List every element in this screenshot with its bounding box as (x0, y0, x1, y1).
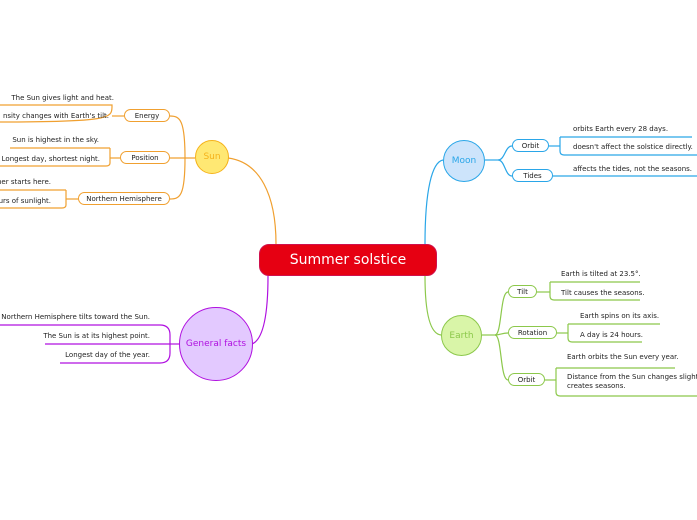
earth-subtopic-tilt-label: Tilt (517, 288, 528, 296)
sun-detail[interactable]: Longest day, shortest night. (1, 155, 100, 163)
sun-detail[interactable]: ours of sunlight. (0, 197, 51, 205)
root-topic-label: Summer solstice (289, 252, 407, 268)
earth-topic[interactable]: Earth (441, 315, 482, 356)
general-detail[interactable]: Northern Hemisphere tilts toward the Sun… (1, 313, 150, 321)
sun-topic-label: Sun (203, 152, 221, 162)
moon-detail[interactable]: orbits Earth every 28 days. (573, 125, 669, 133)
general-detail[interactable]: The Sun is at its highest point. (43, 332, 150, 340)
sun-subtopic-energy-label: Energy (134, 112, 160, 120)
moon-subtopic-orbit[interactable]: Orbit (512, 139, 549, 152)
earth-detail[interactable]: Earth orbits the Sun every year. (567, 353, 679, 361)
sun-subtopic-northern-hemisphere-label: Northern Hemisphere (86, 195, 162, 203)
earth-detail[interactable]: Distance from the Sun changes slightly (567, 373, 697, 381)
earth-subtopic-orbit-label: Orbit (517, 376, 536, 384)
sun-detail[interactable]: Sun is highest in the sky. (12, 136, 99, 144)
root-topic[interactable]: Summer solstice (259, 244, 437, 276)
moon-detail[interactable]: doesn't affect the solstice directly. (573, 143, 693, 151)
earth-subtopic-rotation[interactable]: Rotation (508, 326, 557, 339)
sun-detail[interactable]: nsity changes with Earth's tilt. (2, 112, 109, 120)
sun-detail[interactable]: mer starts here. (0, 178, 51, 186)
earth-subtopic-orbit[interactable]: Orbit (508, 373, 545, 386)
earth-detail[interactable]: Earth spins on its axis. (580, 312, 660, 320)
earth-subtopic-rotation-label: Rotation (517, 329, 548, 337)
earth-detail[interactable]: Tilt causes the seasons. (561, 289, 645, 297)
general-facts-topic-label: General facts (185, 339, 247, 349)
moon-detail[interactable]: affects the tides, not the seasons. (573, 165, 693, 173)
sun-subtopic-energy[interactable]: Energy (124, 109, 170, 122)
moon-topic[interactable]: Moon (443, 140, 485, 182)
moon-subtopic-orbit-label: Orbit (521, 142, 540, 150)
earth-topic-label: Earth (449, 330, 474, 341)
moon-topic-label: Moon (451, 156, 477, 166)
sun-subtopic-northern-hemisphere[interactable]: Northern Hemisphere (78, 192, 170, 205)
earth-detail[interactable]: A day is 24 hours. (580, 331, 643, 339)
moon-subtopic-tides-label: Tides (523, 172, 542, 180)
sun-subtopic-position-label: Position (131, 154, 159, 162)
earth-subtopic-tilt[interactable]: Tilt (508, 285, 537, 298)
sun-detail[interactable]: The Sun gives light and heat. (11, 94, 114, 102)
earth-detail[interactable]: creates seasons. (567, 382, 626, 390)
sun-topic[interactable]: Sun (195, 140, 229, 174)
sun-subtopic-position[interactable]: Position (120, 151, 170, 164)
earth-detail[interactable]: Earth is tilted at 23.5°. (561, 270, 641, 278)
moon-subtopic-tides[interactable]: Tides (512, 169, 553, 182)
general-facts-topic[interactable]: General facts (179, 307, 253, 381)
general-detail[interactable]: Longest day of the year. (65, 351, 150, 359)
